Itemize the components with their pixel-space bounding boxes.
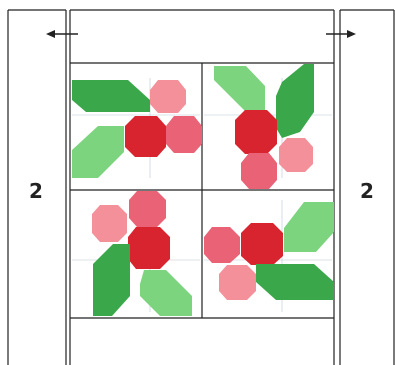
berry xyxy=(92,205,127,242)
berry xyxy=(219,265,256,300)
berry xyxy=(241,223,283,265)
holly-leaf xyxy=(72,80,150,112)
center-column xyxy=(69,9,335,365)
berry xyxy=(125,116,166,157)
block-area-frame xyxy=(70,62,334,319)
berry xyxy=(128,227,170,269)
holly-leaf xyxy=(256,264,334,300)
right-panel-label: 2 xyxy=(360,179,374,203)
holly-leaf xyxy=(276,64,314,138)
right-arrow-icon xyxy=(326,30,356,38)
berry xyxy=(129,191,166,227)
left-border-panel xyxy=(7,9,67,365)
right-border-panel xyxy=(339,9,395,365)
berry xyxy=(279,138,313,172)
holly-leaf xyxy=(72,126,124,178)
berry xyxy=(235,110,277,154)
holly-block-top-left xyxy=(72,80,202,178)
berry xyxy=(150,80,186,113)
berry xyxy=(166,116,202,153)
berry xyxy=(241,153,277,189)
left-arrow-icon xyxy=(46,30,78,38)
berry xyxy=(204,227,240,263)
holly-leaf xyxy=(284,202,334,252)
holly-block-bottom-left xyxy=(92,191,192,316)
holly-leaf xyxy=(214,66,265,112)
holly-leaf xyxy=(93,244,130,316)
holly-leaf xyxy=(140,270,192,316)
left-panel-label: 2 xyxy=(29,179,43,203)
holly-block-bottom-right xyxy=(204,202,334,300)
holly-block-top-right xyxy=(214,64,314,189)
